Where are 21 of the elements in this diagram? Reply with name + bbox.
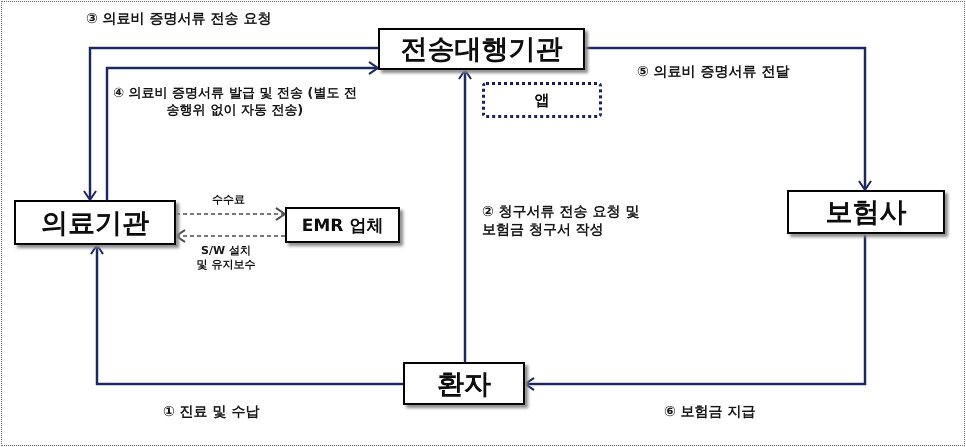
arrow [83, 46, 378, 201]
dashed-arrow [175, 229, 285, 243]
process-box: 전송대행기관 [378, 28, 585, 70]
arrow [90, 244, 403, 386]
edge-label: ⑤ 의료비 증명서류 전달 [637, 63, 790, 82]
edge-label: 수수료 [212, 193, 245, 208]
edge-label: S/W 설치 및 유지보수 [195, 244, 257, 273]
edge-label: ② 청구서류 전송 요청 및 보험금 청구서 작성 [482, 203, 642, 240]
edge-label: ③ 의료비 증명서류 전송 요청 [86, 10, 272, 28]
process-box: 보험사 [787, 190, 945, 234]
arrow [106, 61, 379, 200]
arrow [458, 69, 472, 362]
edge-label: ⑥ 보험금 지급 [664, 403, 756, 422]
process-box: EMR 업체 [285, 207, 400, 243]
arrow [585, 46, 872, 191]
arrow [524, 234, 866, 391]
edge-label: ① 진료 및 수납 [163, 403, 260, 422]
process-box: 환자 [403, 362, 525, 405]
dashed-arrow [176, 207, 286, 221]
process-box: 의료기관 [14, 200, 176, 245]
app-box: 앱 [482, 82, 602, 118]
